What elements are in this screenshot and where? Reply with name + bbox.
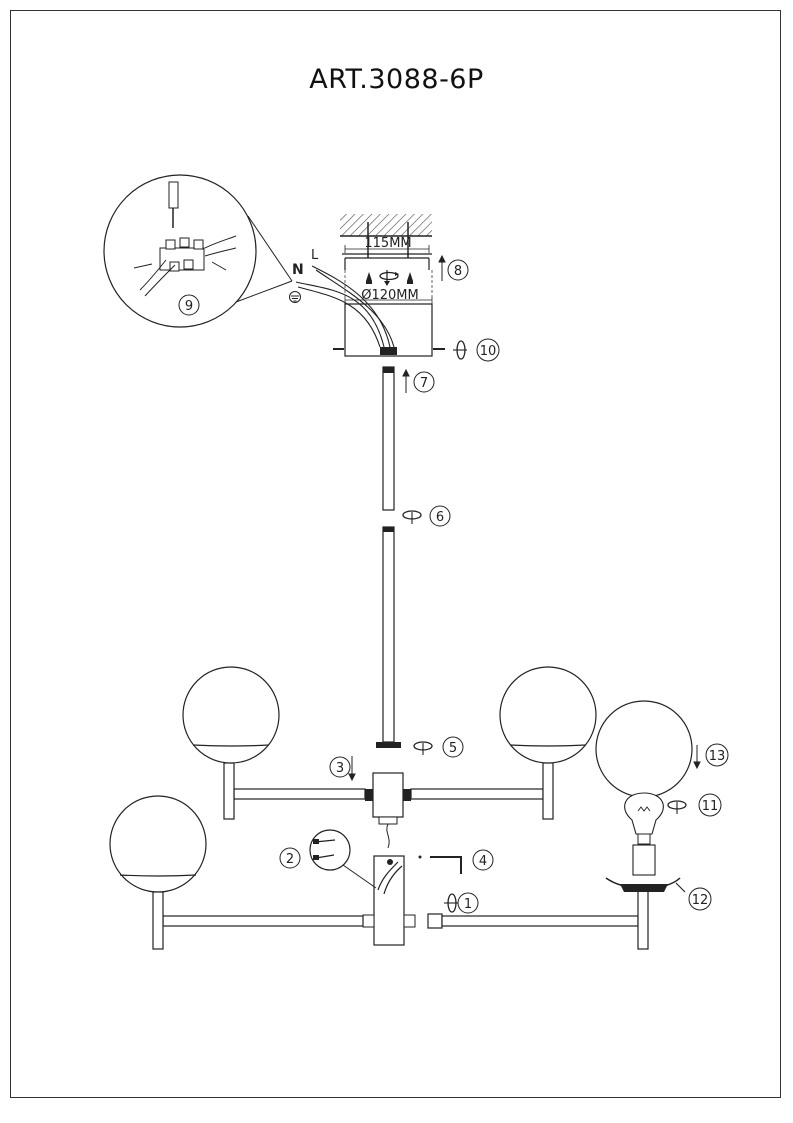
dimension-canopy-width [344, 245, 430, 253]
step-callout: 11 [698, 793, 722, 817]
step-callout: 4 [472, 849, 494, 871]
canopy-diameter-label: Ø120MM [361, 288, 418, 303]
step-callout: 13 [705, 743, 729, 767]
rod-lower [382, 526, 395, 743]
step-callout: 7 [413, 371, 435, 393]
step-number: 2 [286, 852, 294, 867]
globe-upper-left [182, 666, 280, 764]
supply-wires [295, 265, 395, 348]
wire-connector-detail [309, 829, 377, 889]
step-number: 1 [464, 897, 472, 912]
ceiling-screws [367, 222, 409, 258]
rotate-arrow-icon [453, 340, 467, 360]
bracket-screws [366, 272, 413, 284]
step-number: 5 [449, 741, 457, 756]
rod-upper [382, 366, 395, 511]
step-number: 10 [480, 344, 497, 359]
step-number: 7 [420, 376, 428, 391]
mounting-bracket [342, 253, 432, 270]
step-callout: 9 [178, 294, 200, 316]
wire-label-live: L [311, 248, 319, 263]
pointer-arrow [675, 882, 686, 893]
up-arrow-icon [438, 254, 446, 281]
step-number: 9 [185, 299, 193, 314]
globe-lower-left [109, 795, 207, 893]
canopy-body [344, 303, 433, 357]
canopy-width-label: 115MM [364, 236, 411, 251]
upper-arm-left [223, 762, 366, 820]
step-number: 4 [479, 854, 487, 869]
step-number: 8 [454, 264, 462, 279]
step-callout: 1 [457, 892, 479, 914]
allen-key-icon [418, 855, 462, 874]
lamp-socket [605, 844, 681, 892]
rotate-arrow-icon [402, 510, 422, 524]
page-title: ART.3088-6P [309, 64, 484, 95]
screwdriver-icon [168, 181, 179, 228]
wire-label-neutral: N [292, 262, 304, 278]
step-number: 13 [709, 749, 726, 764]
light-bulb-icon [624, 792, 664, 845]
rotate-arrow-icon [413, 741, 433, 755]
step-callout: 10 [476, 338, 500, 362]
up-arrow-icon [402, 368, 410, 393]
step-number: 12 [692, 893, 709, 908]
rotate-arrow-icon [444, 893, 458, 913]
step-number: 3 [336, 761, 344, 776]
rotate-arrow-icon [667, 800, 687, 814]
globe-right-detached [595, 700, 693, 798]
upper-hub [365, 772, 411, 849]
step-callout: 3 [329, 756, 351, 778]
step-number: 11 [702, 799, 719, 814]
step-callout: 5 [442, 736, 464, 758]
canopy-nut [380, 347, 397, 355]
step-callout: 6 [429, 505, 451, 527]
step-number: 6 [436, 510, 444, 525]
rod-nut [376, 742, 401, 748]
ceiling [340, 214, 432, 237]
rotate-arrow-icon [379, 270, 399, 286]
step-callout: 12 [688, 887, 712, 911]
step-callout: 8 [447, 259, 469, 281]
page-frame [10, 10, 781, 1098]
down-arrow-icon [693, 745, 701, 770]
lower-hub [362, 855, 416, 946]
lower-arm-left [152, 891, 364, 950]
globe-upper-right [499, 666, 597, 764]
step-callout: 2 [279, 847, 301, 869]
earth-ground-icon [289, 291, 301, 303]
upper-arm-right [410, 762, 554, 820]
terminal-block-detail [103, 174, 293, 328]
down-arrow-icon [348, 756, 356, 782]
